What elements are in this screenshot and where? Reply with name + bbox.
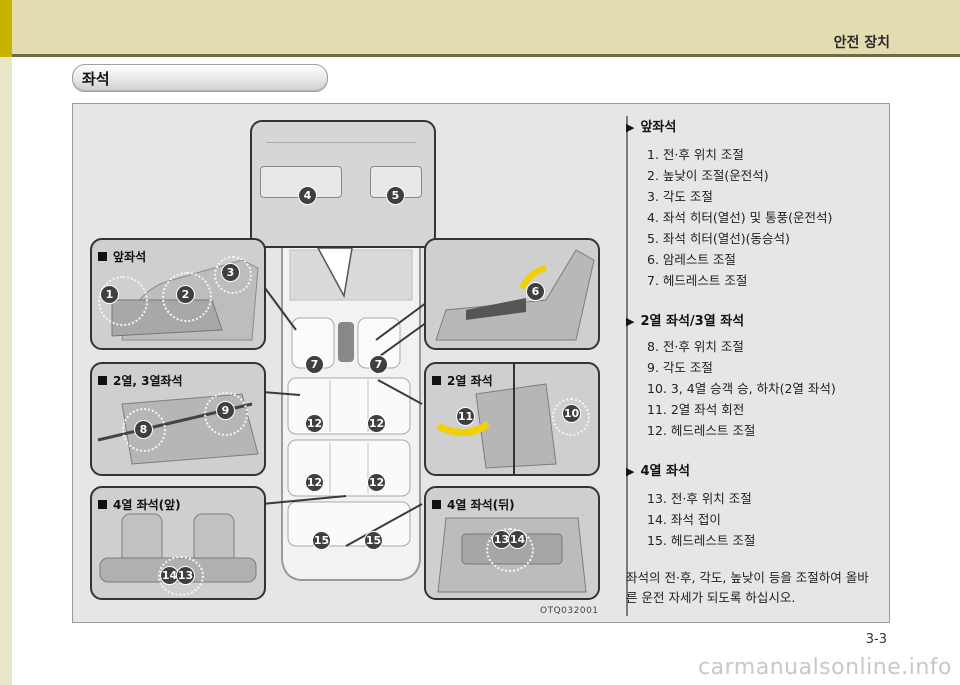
triangle-icon: ▶ — [626, 465, 635, 478]
figure-code: OTQ032001 — [540, 606, 599, 616]
header-rule — [0, 54, 960, 57]
row2-seat-panel: 2열 좌석 — [424, 362, 600, 476]
callout-13: 13 — [492, 530, 511, 549]
triangle-icon: ▶ — [626, 121, 635, 134]
row23-seat-panel: 2열, 3열좌석 — [90, 362, 266, 476]
callout-1: 1 — [100, 285, 119, 304]
callout-13: 13 — [176, 566, 195, 585]
triangle-icon: ▶ — [626, 315, 635, 328]
list-item: 5. 좌석 히터(열선)(동승석) — [647, 231, 790, 246]
watermark: carmanualsonline.info — [698, 655, 952, 680]
highlight-circle — [122, 408, 166, 452]
callout-4: 4 — [298, 186, 317, 205]
callout-3: 3 — [221, 263, 240, 282]
callout-15: 15 — [312, 531, 331, 550]
list-item: 13. 전·후 위치 조절 — [647, 491, 752, 506]
callout-12: 12 — [367, 473, 386, 492]
callout-12: 12 — [305, 414, 324, 433]
callout-14: 14 — [160, 566, 179, 585]
list-item: 4. 좌석 히터(열선) 및 통풍(운전석) — [647, 210, 833, 225]
armrest-image — [435, 249, 595, 341]
group-heading-row23: ▶2열 좌석/3열 좌석 — [626, 314, 745, 329]
list-item: 14. 좌석 접이 — [647, 512, 721, 527]
list-item: 1. 전·후 위치 조절 — [647, 147, 744, 162]
adjustment-list: ▶앞좌석 1. 전·후 위치 조절 2. 높낮이 조절(운전석) 3. 각도 조… — [626, 116, 890, 616]
adjustment-note: 좌석의 전·후, 각도, 높낮이 등을 조절하여 올바른 운전 자세가 되도록 … — [626, 570, 869, 605]
section-title: 좌석 — [82, 70, 110, 88]
callout-7-right: 7 — [369, 355, 388, 374]
callout-11: 11 — [456, 407, 475, 426]
callout-14: 14 — [508, 530, 527, 549]
list-item: 15. 헤드레스트 조절 — [647, 533, 756, 548]
armrest-panel — [424, 238, 600, 350]
callout-10: 10 — [562, 404, 581, 423]
side-band — [0, 57, 12, 685]
highlight-circle — [214, 256, 252, 294]
callout-6: 6 — [526, 282, 545, 301]
callout-9: 9 — [216, 401, 235, 420]
list-item: 3. 각도 조절 — [647, 189, 713, 204]
highlight-circle — [98, 276, 148, 326]
page-number: 3-3 — [865, 632, 887, 647]
row4-front-panel: 4열 좌석(앞) — [90, 486, 266, 600]
row2-seat-label: 2열 좌석 — [432, 372, 493, 389]
row4-front-label: 4열 좌석(앞) — [98, 496, 181, 513]
callout-7-left: 7 — [305, 355, 324, 374]
callout-5: 5 — [386, 186, 405, 205]
front-seat-label: 앞좌석 — [98, 248, 146, 265]
list-item: 10. 3, 4열 승객 승, 하차(2열 좌석) — [647, 381, 836, 396]
list-item: 11. 2열 좌석 회전 — [647, 402, 745, 417]
list-item: 2. 높낮이 조절(운전석) — [647, 168, 769, 183]
row2-seat-image — [436, 364, 557, 474]
row4-rear-label: 4열 좌석(뒤) — [432, 496, 515, 513]
list-item: 9. 각도 조절 — [647, 360, 713, 375]
console-trim — [266, 128, 416, 143]
row23-seat-label: 2열, 3열좌석 — [98, 372, 183, 389]
highlight-circle — [204, 392, 248, 436]
highlight-circle — [162, 272, 212, 322]
callout-12: 12 — [367, 414, 386, 433]
callout-15: 15 — [364, 531, 383, 550]
callout-2: 2 — [176, 285, 195, 304]
group-heading-front: ▶앞좌석 — [626, 120, 677, 135]
group-heading-row4: ▶4열 좌석 — [626, 464, 690, 479]
console-panel — [250, 120, 436, 248]
list-item: 7. 헤드레스트 조절 — [647, 273, 748, 288]
list-item: 8. 전·후 위치 조절 — [647, 339, 744, 354]
header-bar — [0, 0, 960, 54]
section-title-tab: 좌석 — [72, 64, 328, 92]
callout-8: 8 — [134, 420, 153, 439]
list-item: 6. 암레스트 조절 — [647, 252, 736, 267]
highlight-circle — [552, 398, 590, 436]
chapter-title: 안전 장치 — [833, 35, 890, 51]
list-item: 12. 헤드레스트 조절 — [647, 423, 756, 438]
highlight-circle — [486, 528, 534, 572]
callout-12: 12 — [305, 473, 324, 492]
highlight-circle — [158, 556, 204, 596]
